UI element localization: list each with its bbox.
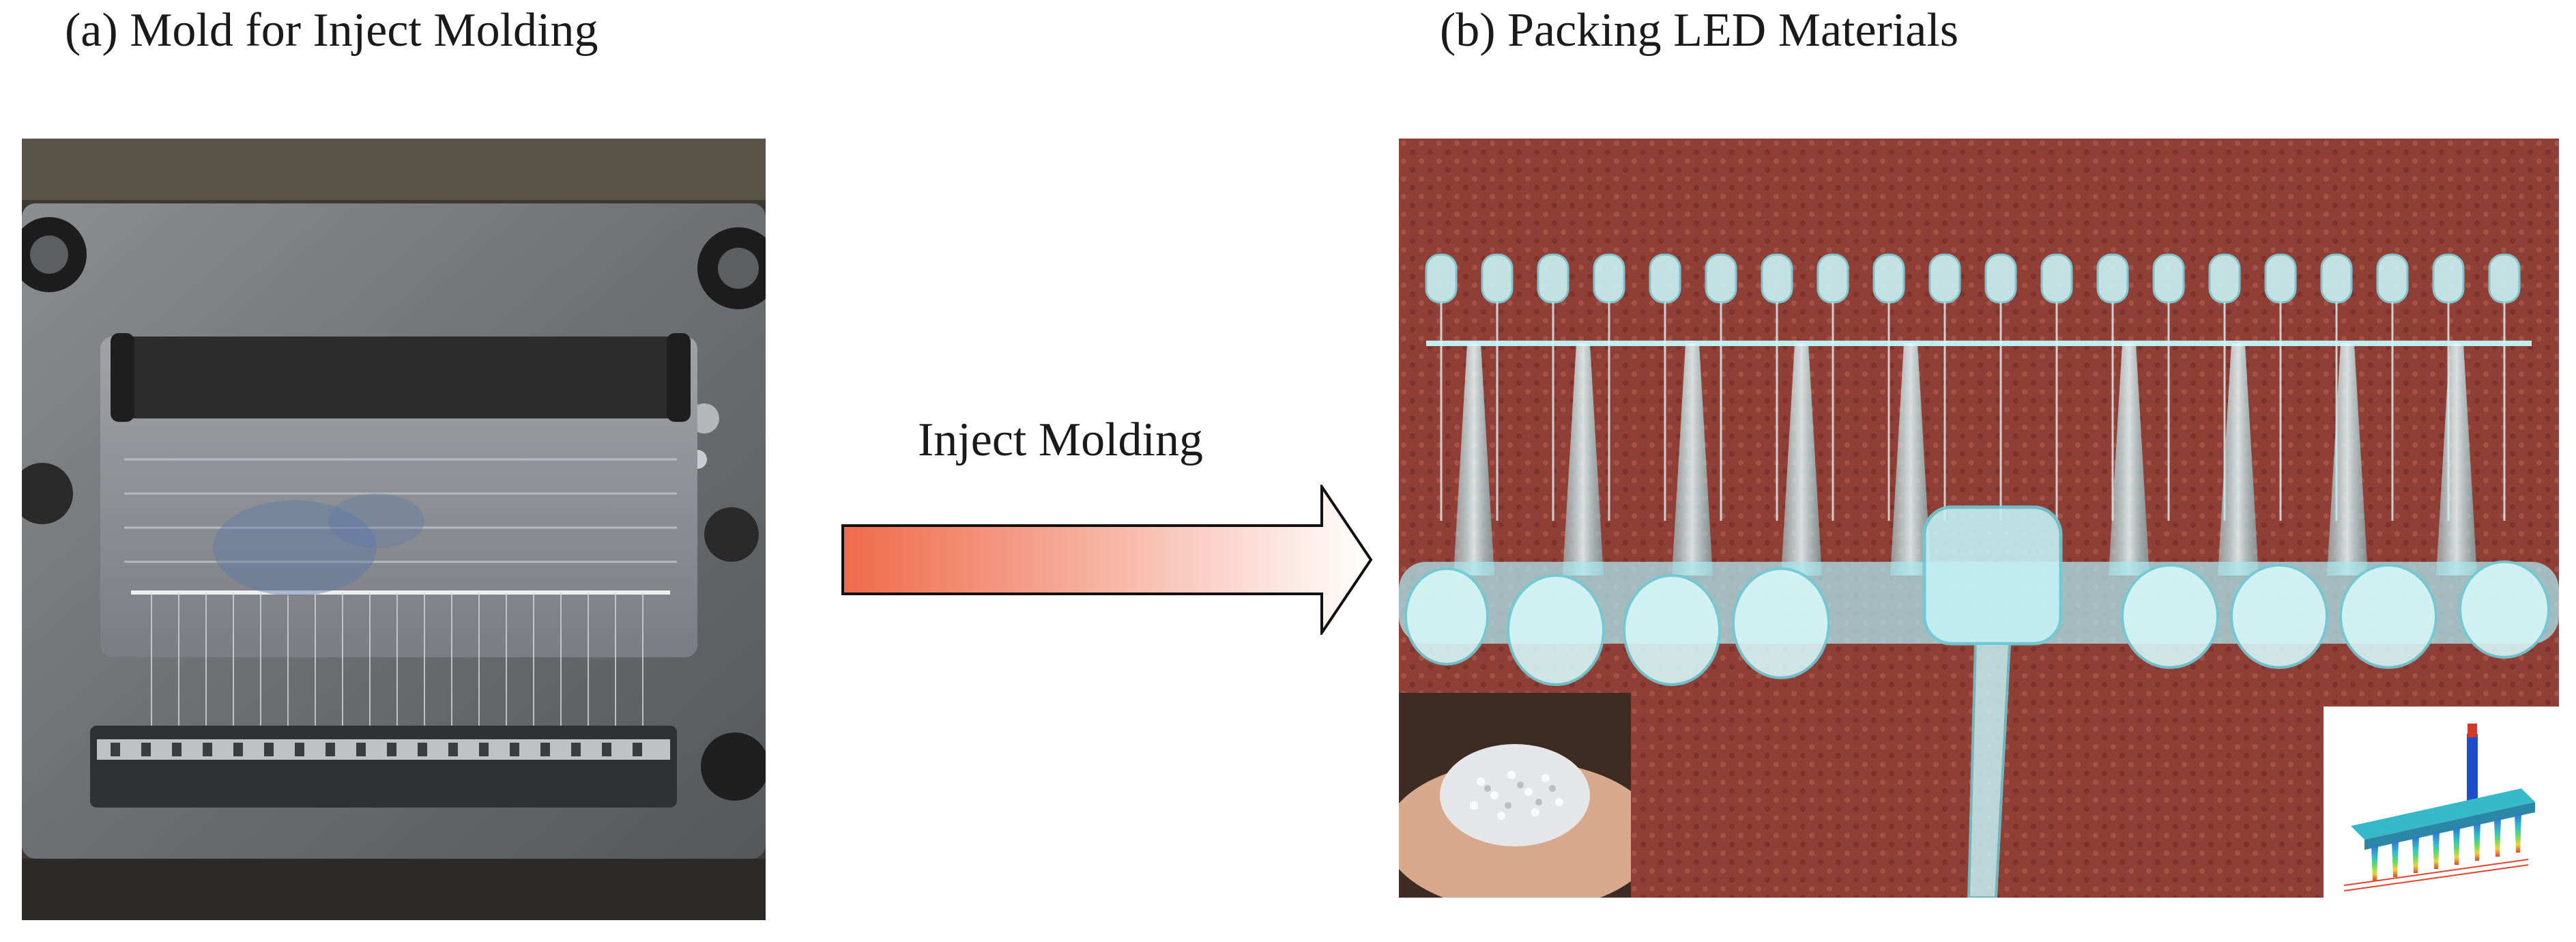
flow-simulation-render — [2324, 706, 2559, 898]
caption-mold: (a) Mold for Inject Molding — [65, 4, 598, 57]
resin-pellets-photo — [1399, 693, 1631, 898]
caption-led-packing: (b) Packing LED Materials — [1440, 4, 1959, 57]
mold-photo — [22, 139, 766, 920]
arrow-label: Inject Molding — [918, 414, 1203, 466]
process-arrow-icon — [841, 485, 1373, 635]
